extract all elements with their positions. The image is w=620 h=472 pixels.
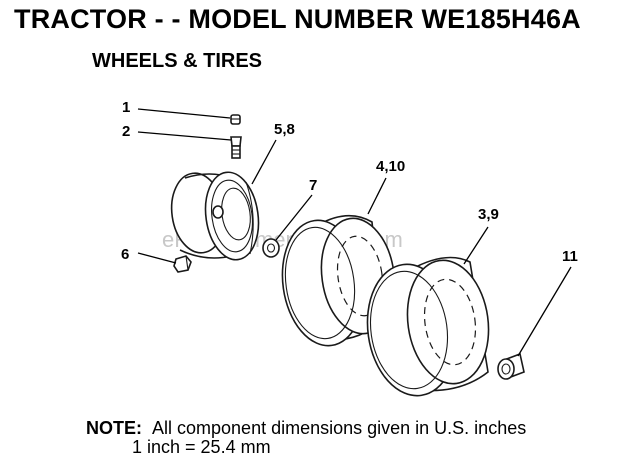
callout-7[interactable]: 7 — [309, 177, 317, 194]
callout-11[interactable]: 11 — [562, 248, 578, 265]
note-label: NOTE: — [86, 418, 142, 438]
callout-4-10[interactable]: 4,10 — [376, 158, 405, 175]
leader-line-1 — [137, 108, 231, 119]
leader-line-7 — [275, 194, 313, 241]
callout-5-8[interactable]: 5,8 — [274, 121, 295, 138]
leader-line-11 — [517, 266, 572, 357]
callout-2[interactable]: 2 — [122, 123, 130, 140]
callout-3-9[interactable]: 3,9 — [478, 206, 499, 223]
part-washer[interactable] — [262, 238, 280, 258]
note-text-2: 1 inch = 25.4 mm — [132, 437, 271, 457]
leader-line-4-10 — [367, 177, 387, 215]
part-lug-bolt[interactable] — [173, 255, 192, 273]
leader-line-6 — [137, 252, 177, 264]
part-wheel-rim[interactable] — [167, 169, 264, 263]
part-valve-stem[interactable] — [230, 136, 242, 159]
page-title: TRACTOR - - MODEL NUMBER WE185H46A — [14, 4, 581, 34]
part-bushing[interactable] — [497, 352, 525, 380]
leader-line-3-9 — [463, 226, 489, 265]
callout-6[interactable]: 6 — [121, 246, 129, 263]
section-subtitle: WHEELS & TIRES — [92, 50, 263, 72]
note-text-1: All component dimensions given in U.S. i… — [152, 418, 527, 438]
part-tire-lower[interactable] — [359, 255, 496, 401]
leader-line-2 — [137, 131, 232, 141]
dimension-note: NOTE: All component dimensions given in … — [86, 419, 526, 457]
part-valve-cap[interactable] — [230, 114, 241, 125]
callout-1[interactable]: 1 — [122, 99, 130, 116]
leader-line-5-8 — [251, 139, 277, 185]
note-line-1: NOTE: All component dimensions given in … — [86, 419, 526, 438]
